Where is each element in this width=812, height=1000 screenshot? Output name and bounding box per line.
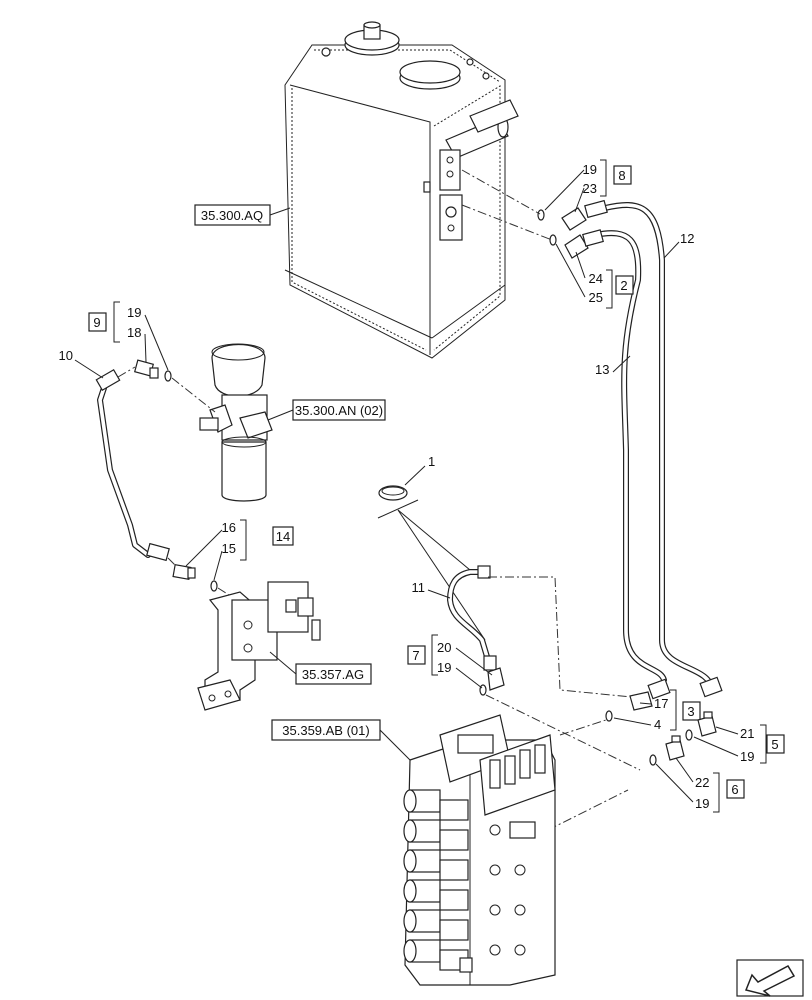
hose-13: [592, 230, 667, 683]
fitting-17: [629, 678, 671, 711]
oring-19b: [164, 370, 172, 382]
svg-text:20: 20: [437, 640, 451, 655]
svg-text:19: 19: [740, 749, 754, 764]
hydraulic-tank: [284, 21, 519, 359]
svg-text:1: 1: [428, 454, 435, 469]
fitting-21: [697, 676, 723, 737]
svg-text:10: 10: [59, 348, 73, 363]
oring-19c: [479, 684, 487, 696]
svg-text:7: 7: [412, 648, 419, 663]
cable-tie-1: [378, 485, 408, 501]
svg-text:8: 8: [618, 168, 625, 183]
ref-tank[interactable]: 35.300.AQ: [201, 208, 263, 223]
svg-text:15: 15: [222, 541, 236, 556]
svg-text:21: 21: [740, 726, 754, 741]
svg-text:25: 25: [589, 290, 603, 305]
svg-text:14: 14: [276, 529, 290, 544]
ref-valve[interactable]: 35.359.AB (01): [282, 723, 369, 738]
svg-text:13: 13: [595, 362, 609, 377]
oring-19a: [537, 209, 545, 221]
svg-text:23: 23: [583, 181, 597, 196]
ref-filter[interactable]: 35.300.AN (02): [295, 403, 383, 418]
fitting-24: [564, 229, 604, 259]
oring-19e: [649, 754, 657, 766]
oring-25: [549, 234, 557, 246]
svg-text:18: 18: [127, 325, 141, 340]
fitting-18: [133, 359, 159, 379]
svg-text:12: 12: [680, 231, 694, 246]
svg-text:6: 6: [731, 782, 738, 797]
svg-text:3: 3: [687, 704, 694, 719]
hose-11: [447, 565, 497, 671]
svg-text:19: 19: [437, 660, 451, 675]
hose-12: [602, 202, 715, 693]
filter-assembly: [199, 343, 273, 502]
svg-text:19: 19: [583, 162, 597, 177]
control-valve: [403, 714, 556, 986]
fitting-16: [172, 564, 196, 580]
svg-text:19: 19: [127, 305, 141, 320]
oring-15: [210, 580, 218, 592]
fitting-20: [487, 667, 505, 691]
oring-4: [605, 710, 613, 722]
svg-text:16: 16: [222, 520, 236, 535]
oring-19d: [685, 729, 693, 741]
svg-text:11: 11: [412, 580, 426, 595]
ref-bracket[interactable]: 35.357.AG: [302, 667, 364, 682]
svg-text:5: 5: [771, 737, 778, 752]
fitting-23: [561, 199, 608, 231]
svg-text:24: 24: [589, 271, 603, 286]
orientation-arrow-icon: [736, 959, 804, 997]
svg-text:9: 9: [93, 315, 100, 330]
hose-10: [95, 368, 170, 562]
svg-text:2: 2: [620, 278, 627, 293]
svg-text:22: 22: [695, 775, 709, 790]
svg-text:19: 19: [695, 796, 709, 811]
svg-text:17: 17: [654, 696, 668, 711]
svg-text:4: 4: [654, 717, 661, 732]
valve-bracket: [197, 581, 321, 711]
fitting-22: [665, 735, 685, 761]
